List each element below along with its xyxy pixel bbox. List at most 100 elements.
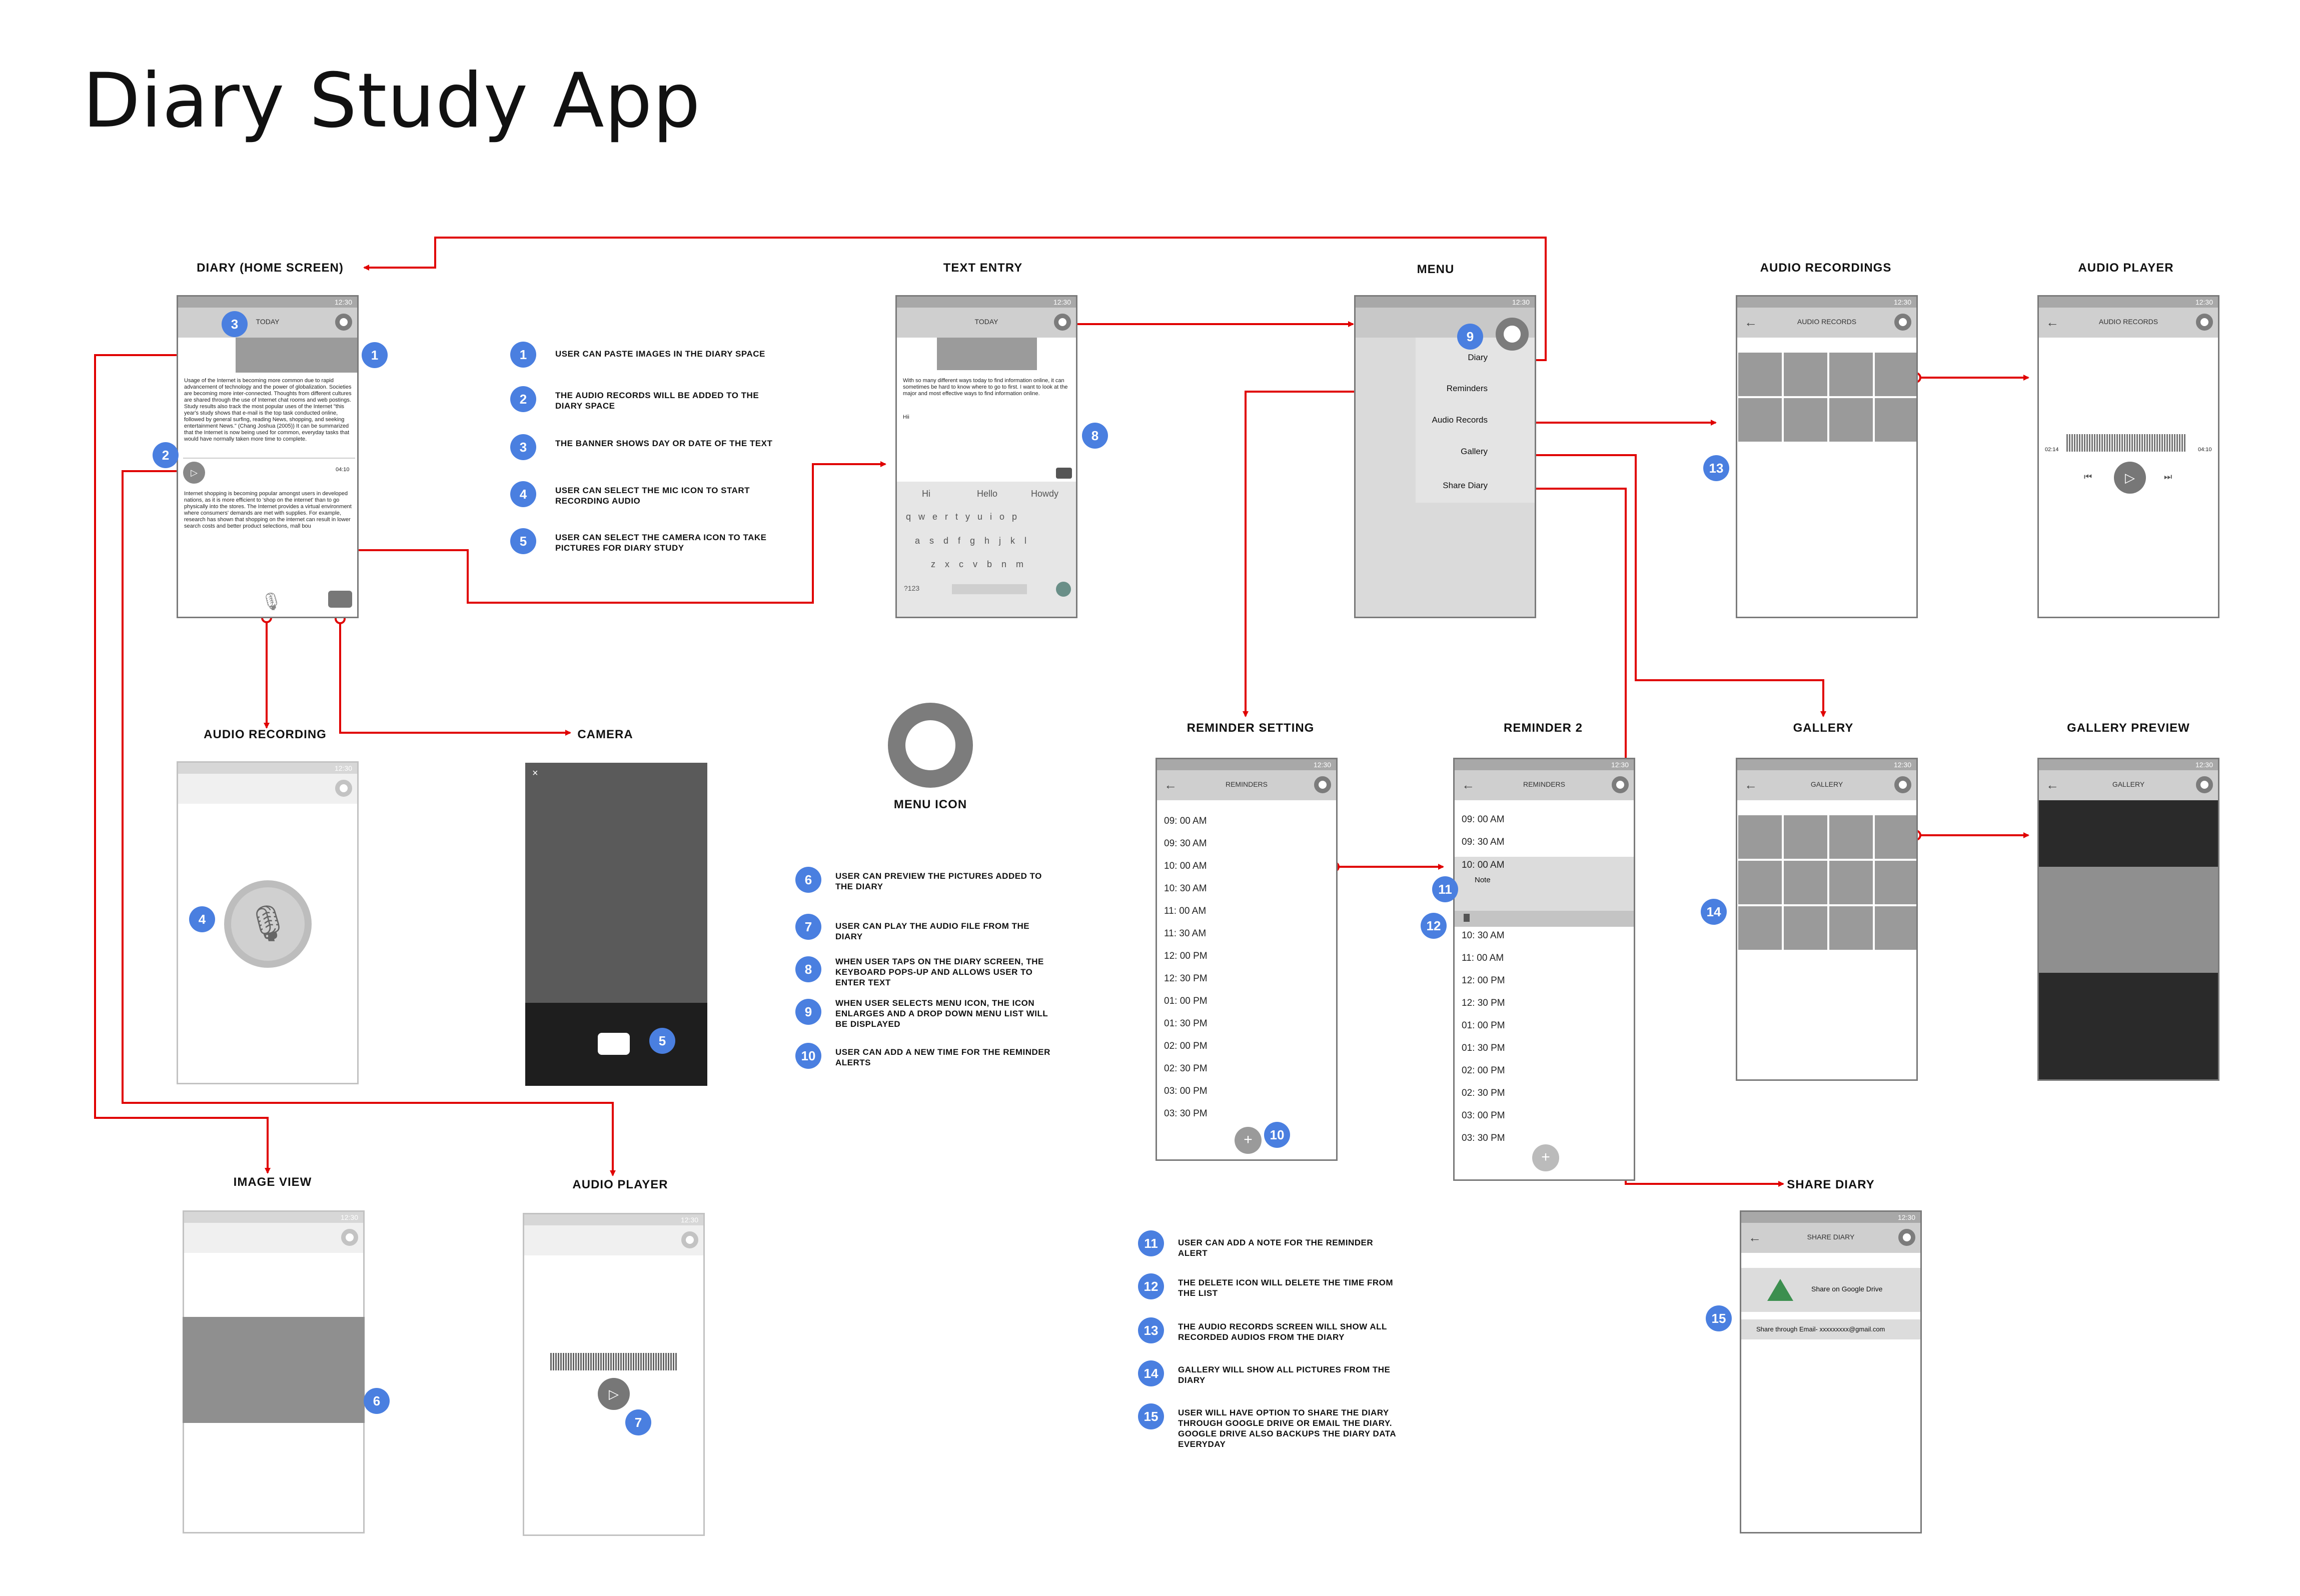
reminder-time[interactable]: 09: 00 AM	[1462, 814, 1505, 825]
gallery-image-icon[interactable]	[1737, 860, 1783, 905]
close-icon[interactable]: ×	[532, 768, 538, 779]
reminder-time[interactable]: 03: 00 PM	[1462, 1110, 1505, 1121]
menu-icon-button[interactable]	[1894, 314, 1911, 331]
gallery-image-icon[interactable]	[1783, 814, 1828, 860]
audio-file-icon[interactable]	[1783, 397, 1828, 443]
key-row-1[interactable]: q w e r t y u i o p	[906, 512, 1020, 522]
reminder-time[interactable]: 11: 30 AM	[1164, 928, 1207, 939]
audio-file-icon[interactable]	[1737, 352, 1783, 397]
back-arrow-icon[interactable]: ←	[2046, 315, 2059, 330]
menu-icon-button[interactable]	[335, 780, 352, 797]
enter-key[interactable]	[1056, 582, 1071, 597]
reminder-time[interactable]: 12: 30 PM	[1462, 998, 1505, 1008]
reminder-time[interactable]: 02: 30 PM	[1462, 1088, 1505, 1098]
key-row-2[interactable]: a s d f g h j k l	[915, 536, 1030, 546]
preview-image[interactable]	[2039, 867, 2218, 973]
back-arrow-icon[interactable]: ←	[1744, 777, 1757, 792]
back-arrow-icon[interactable]: ←	[1748, 1230, 1761, 1245]
space-bar[interactable]	[952, 584, 1027, 594]
reminder-time[interactable]: 09: 00 AM	[1164, 816, 1207, 826]
back-arrow-icon[interactable]: ←	[1744, 315, 1757, 330]
mic-icon[interactable]: 🎙	[261, 592, 283, 611]
mic-record-icon[interactable]: 🎙	[224, 880, 312, 968]
reminder-time[interactable]: 12: 30 PM	[1164, 973, 1208, 984]
reminder-time[interactable]: 09: 30 AM	[1462, 837, 1505, 847]
reminder-time[interactable]: 12: 00 PM	[1462, 975, 1505, 986]
back-arrow-icon[interactable]: ←	[2046, 777, 2059, 792]
menu-icon-button[interactable]	[1612, 776, 1629, 793]
gallery-image-icon[interactable]	[1828, 905, 1874, 951]
reminder-time[interactable]: 01: 00 PM	[1164, 996, 1208, 1006]
menu-item-gallery[interactable]: Gallery	[1461, 447, 1488, 456]
reminder-time[interactable]: 03: 30 PM	[1164, 1108, 1208, 1119]
reminder-time[interactable]: 09: 30 AM	[1164, 838, 1207, 849]
reminder-time[interactable]: 01: 30 PM	[1462, 1043, 1505, 1053]
camera-shutter-icon[interactable]	[598, 1033, 630, 1055]
reminder-time[interactable]: 02: 00 PM	[1462, 1065, 1505, 1076]
gallery-image-icon[interactable]	[1874, 905, 1916, 951]
menu-icon-button[interactable]	[2196, 776, 2213, 793]
reminder-time[interactable]: 02: 00 PM	[1164, 1041, 1208, 1051]
entry-text-typed[interactable]: Hii	[903, 414, 909, 420]
menu-icon-button[interactable]	[1054, 314, 1071, 331]
note-field[interactable]: Note	[1475, 876, 1491, 884]
reminder-time[interactable]: 01: 00 PM	[1462, 1020, 1505, 1031]
key-row-3[interactable]: z x c v b n m	[931, 559, 1027, 569]
image-view-preview[interactable]	[183, 1317, 365, 1423]
gallery-image-icon[interactable]	[1828, 860, 1874, 905]
reminder-time[interactable]: 03: 00 PM	[1164, 1086, 1208, 1096]
reminder-time[interactable]: 10: 30 AM	[1164, 883, 1207, 894]
previous-icon[interactable]: ⏮	[2084, 472, 2092, 482]
waveform[interactable]	[550, 1353, 678, 1370]
audio-file-icon[interactable]	[1874, 352, 1916, 397]
audio-file-icon[interactable]	[1828, 352, 1874, 397]
reminder-time[interactable]: 11: 00 AM	[1164, 906, 1207, 916]
reminder-time[interactable]: 02: 30 PM	[1164, 1063, 1208, 1074]
share-google-drive[interactable]: Share on Google Drive	[1741, 1268, 1920, 1312]
menu-icon-button[interactable]	[335, 314, 352, 331]
back-arrow-icon[interactable]: ←	[1164, 777, 1177, 792]
menu-item-share-diary[interactable]: Share Diary	[1443, 481, 1488, 490]
gallery-image-icon[interactable]	[1737, 905, 1783, 951]
menu-icon-button[interactable]	[341, 1229, 358, 1246]
menu-item-audio-records[interactable]: Audio Records	[1432, 415, 1488, 425]
audio-file-icon[interactable]	[1828, 397, 1874, 443]
reminder-time[interactable]: 10: 00 AM	[1164, 861, 1207, 871]
share-email[interactable]: Share through Email- xxxxxxxxx@gmail.com	[1741, 1319, 1920, 1339]
gallery-image-icon[interactable]	[1783, 860, 1828, 905]
key-numbers[interactable]: ?123	[904, 584, 920, 592]
reminder-time[interactable]: 01: 30 PM	[1164, 1018, 1208, 1029]
add-time-button[interactable]: +	[1532, 1144, 1559, 1171]
reminder-time[interactable]: 12: 00 PM	[1164, 951, 1208, 961]
pasted-image[interactable]	[236, 338, 357, 373]
camera-icon[interactable]	[1056, 468, 1072, 479]
entry-text[interactable]: With so many different ways today to fin…	[903, 378, 1068, 397]
audio-file-icon[interactable]	[1874, 397, 1916, 443]
menu-icon-button[interactable]	[1314, 776, 1331, 793]
audio-file-icon[interactable]	[1737, 397, 1783, 443]
menu-icon-enlarged[interactable]	[1496, 318, 1529, 351]
reminder-time[interactable]: 03: 30 PM	[1462, 1133, 1505, 1143]
diary-text-1[interactable]: Usage of the Internet is becoming more c…	[184, 378, 352, 442]
menu-item-reminders[interactable]: Reminders	[1446, 384, 1488, 393]
gallery-image-icon[interactable]	[1874, 814, 1916, 860]
play-icon[interactable]: ▷	[2114, 462, 2146, 494]
camera-icon[interactable]	[328, 591, 352, 608]
reminder-time[interactable]: 11: 00 AM	[1462, 953, 1504, 963]
reminder-time[interactable]: 10: 00 AM	[1462, 860, 1505, 870]
reminder-time[interactable]: 10: 30 AM	[1462, 930, 1505, 941]
next-icon[interactable]: ⏭	[2164, 472, 2172, 482]
gallery-image-icon[interactable]	[1783, 905, 1828, 951]
gallery-image-icon[interactable]	[1874, 860, 1916, 905]
delete-icon[interactable]	[1464, 914, 1470, 922]
diary-text-2[interactable]: Internet shopping is becoming popular am…	[184, 491, 352, 529]
gallery-image-icon[interactable]	[1828, 814, 1874, 860]
suggestion-2[interactable]: Hello	[977, 489, 998, 499]
gallery-image-icon[interactable]	[1737, 814, 1783, 860]
audio-file-icon[interactable]	[1783, 352, 1828, 397]
suggestion-1[interactable]: Hi	[922, 489, 930, 499]
suggestion-3[interactable]: Howdy	[1031, 489, 1059, 499]
keyboard[interactable]: Hi Hello Howdy q w e r t y u i o p a s d…	[897, 482, 1076, 617]
play-icon[interactable]: ▷	[598, 1378, 630, 1410]
menu-icon-button[interactable]	[1898, 1229, 1915, 1246]
